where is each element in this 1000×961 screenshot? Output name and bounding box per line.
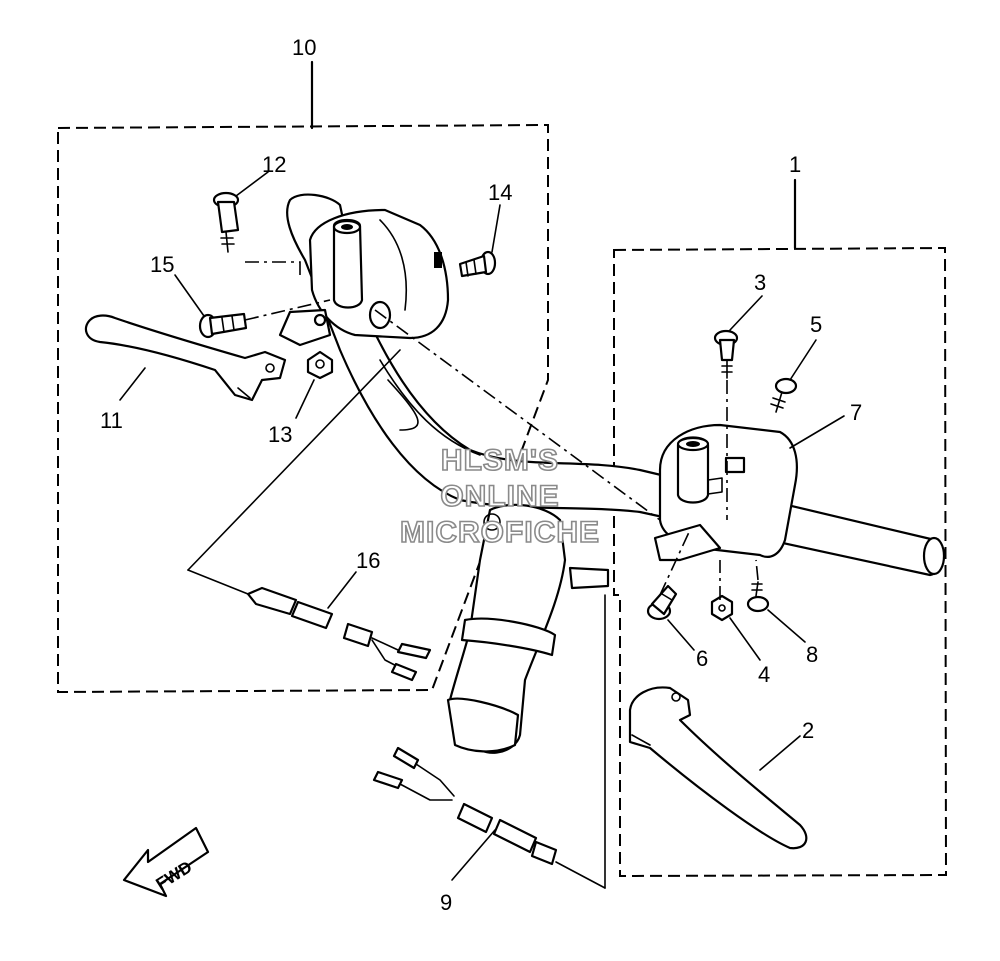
callout-14: 14	[488, 180, 512, 205]
forward-direction-arrow: FWD	[122, 826, 210, 898]
screw-6	[646, 584, 678, 621]
clutch-lever-holder	[278, 208, 450, 347]
watermark-line-2: ONLINE	[440, 480, 559, 513]
callout-6: 6	[696, 646, 708, 671]
callout-7: 7	[850, 400, 862, 425]
watermark: HLSM'S ONLINE MICROFICHE	[399, 443, 600, 550]
callout-15: 15	[150, 252, 174, 277]
callout-2: 2	[802, 718, 814, 743]
screw-14	[458, 250, 497, 278]
callout-5: 5	[810, 312, 822, 337]
clutch-lever	[84, 314, 287, 402]
callout-1: 1	[789, 152, 801, 177]
callout-10: 10	[292, 35, 316, 60]
callout-9: 9	[440, 890, 452, 915]
nut-13	[306, 350, 334, 380]
callout-labels: 10 1 12 14 15 11 13 16 3 5 7 6 4 8 2 9	[100, 35, 862, 915]
brake-lever-holder	[653, 423, 798, 562]
handlebar	[286, 193, 946, 577]
screw-12	[212, 191, 240, 253]
brake-lever	[628, 686, 808, 850]
callout-3: 3	[754, 270, 766, 295]
assembly-1-boundary	[613, 178, 948, 878]
callout-11: 11	[100, 408, 123, 433]
callout-12: 12	[262, 152, 286, 177]
screw-5	[770, 377, 798, 413]
watermark-line-1: HLSM'S	[441, 444, 559, 477]
callout-4: 4	[758, 662, 770, 687]
callout-8: 8	[806, 642, 818, 667]
screw-3	[713, 329, 739, 379]
nut-4	[710, 594, 734, 622]
callout-13: 13	[268, 422, 292, 447]
watermark-line-3: MICROFICHE	[400, 516, 600, 549]
leader-lines	[119, 171, 845, 881]
screw-15	[198, 312, 248, 339]
callout-16: 16	[356, 548, 380, 573]
brake-switch-9	[372, 746, 558, 866]
clutch-switch-16	[246, 586, 432, 682]
screw-8	[746, 581, 770, 613]
alignment-lines	[187, 261, 759, 889]
handlebar-holder	[446, 503, 610, 754]
